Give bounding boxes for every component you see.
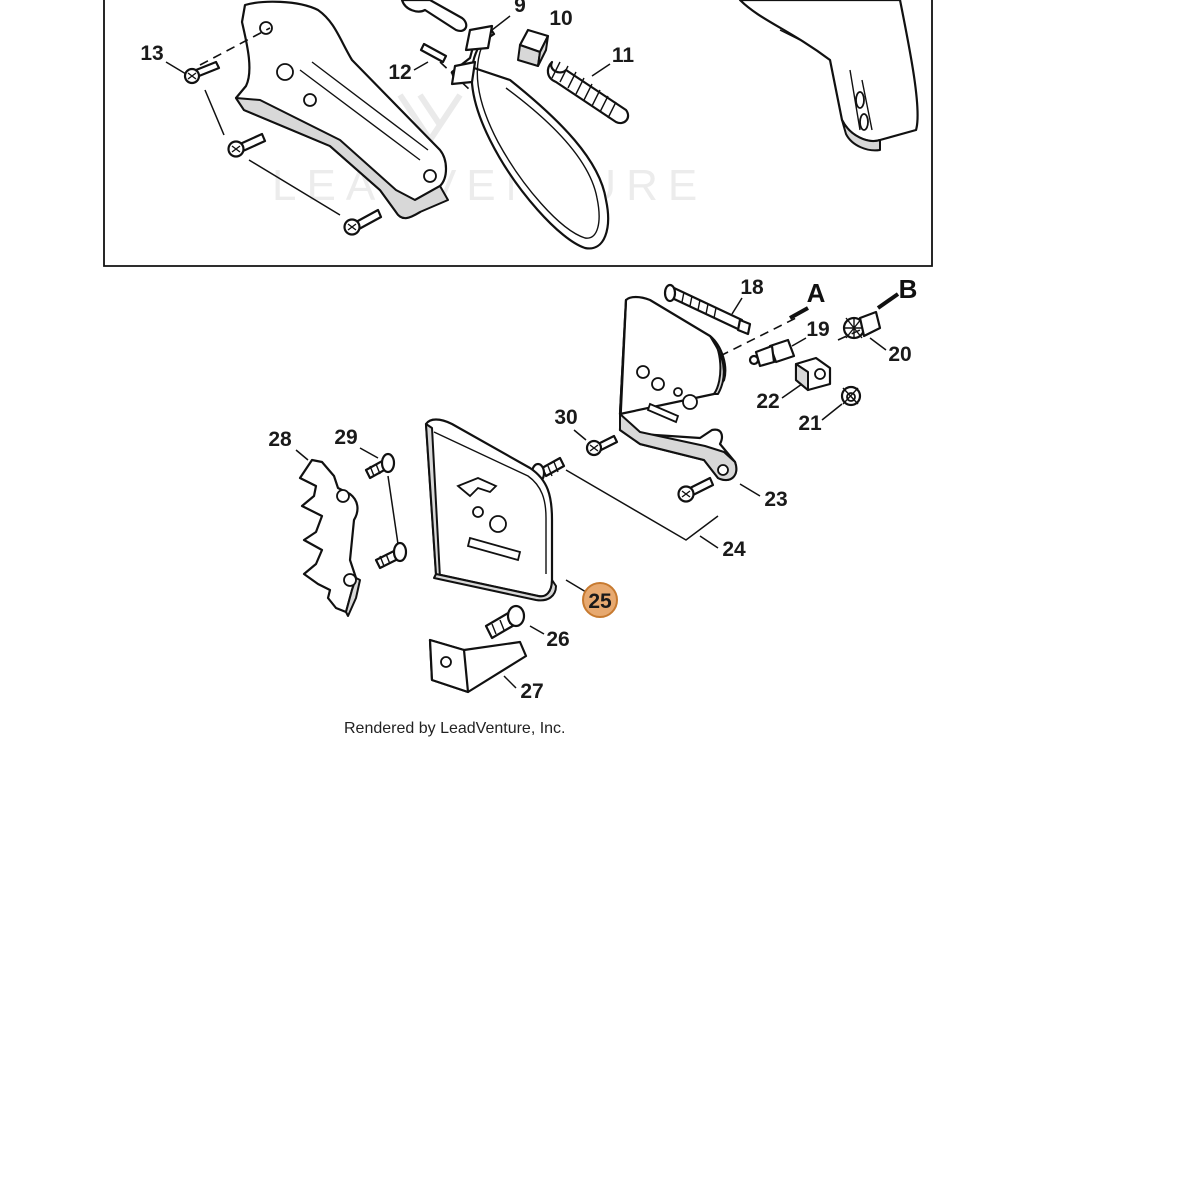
callout-21: 21 [798, 412, 822, 435]
callout-10: 10 [549, 7, 572, 30]
link-part-9 [400, 0, 468, 32]
callout-22: 22 [756, 390, 779, 413]
callout-12: 12 [388, 61, 411, 84]
screw-30 [585, 434, 619, 457]
bolt-18 [663, 283, 752, 336]
callout-19: 19 [806, 318, 829, 341]
side-plate-outer [424, 418, 557, 602]
callout-11: 11 [612, 44, 635, 67]
bolt-26 [484, 604, 526, 640]
screw-13b [227, 132, 267, 158]
gear-20 [842, 310, 882, 340]
brake-band [450, 24, 610, 250]
callout-23: 23 [764, 488, 787, 511]
marker-a: A [807, 278, 826, 308]
screw-29b [374, 541, 408, 570]
top-inset: LEADVENTURE [103, 0, 933, 267]
callout-25[interactable]: 25 [588, 590, 612, 613]
screw-13a [183, 60, 221, 85]
nut-22 [794, 356, 832, 392]
chain-catcher-bracket [234, 0, 449, 220]
side-plate-inner [618, 295, 738, 482]
bumper-spike-28 [298, 458, 361, 617]
callout-20: 20 [888, 343, 911, 366]
screw-29a [364, 452, 396, 480]
callout-13: 13 [140, 42, 163, 65]
block-10 [517, 28, 550, 67]
pin-12 [419, 42, 448, 64]
screw-23 [677, 476, 715, 503]
bracket-27 [428, 638, 528, 694]
screw-13c [343, 208, 383, 236]
watermark: LEADVENTURE [272, 161, 707, 210]
callout-30: 30 [554, 406, 577, 429]
callout-28: 28 [268, 428, 292, 451]
callout-9: 9 [514, 0, 526, 17]
housing-right [738, 0, 919, 152]
callout-29: 29 [334, 426, 357, 449]
callout-18: 18 [740, 276, 764, 299]
tensioner-19 [748, 338, 796, 368]
callout-25-highlight[interactable] [582, 582, 618, 618]
callout-26: 26 [546, 628, 569, 651]
callout-27: 27 [520, 680, 543, 703]
spring-11 [546, 60, 630, 125]
callout-24: 24 [722, 538, 746, 561]
credit-text: Rendered by LeadVenture, Inc. [344, 720, 566, 737]
gear-21 [840, 385, 862, 407]
marker-b: B [899, 274, 918, 304]
